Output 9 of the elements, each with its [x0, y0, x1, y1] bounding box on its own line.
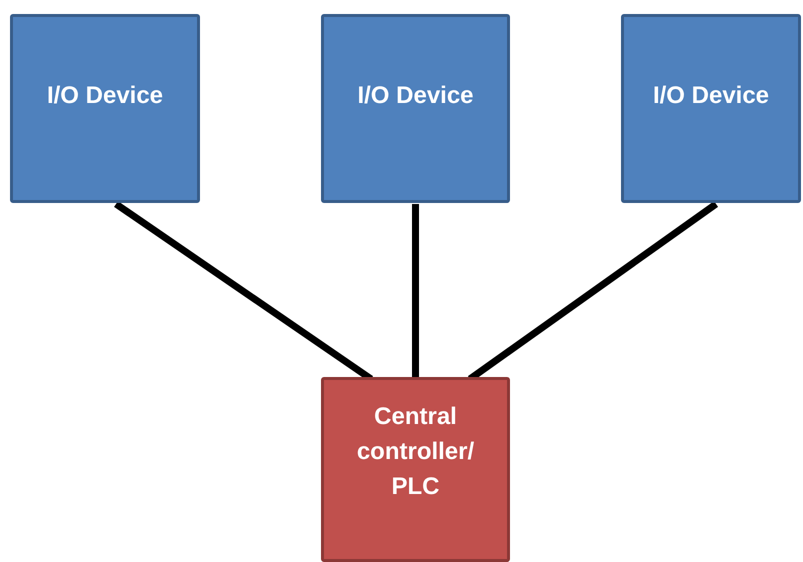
node-label: Central controller/ PLC — [356, 402, 476, 502]
device-box — [621, 14, 801, 203]
node-label: I/O Device — [357, 81, 474, 111]
device-box — [321, 14, 510, 203]
controller-box — [321, 377, 510, 562]
node-label: I/O Device — [46, 81, 164, 111]
connector-line — [412, 204, 419, 379]
node-label: I/O Device — [652, 81, 770, 111]
device-box — [10, 14, 200, 203]
